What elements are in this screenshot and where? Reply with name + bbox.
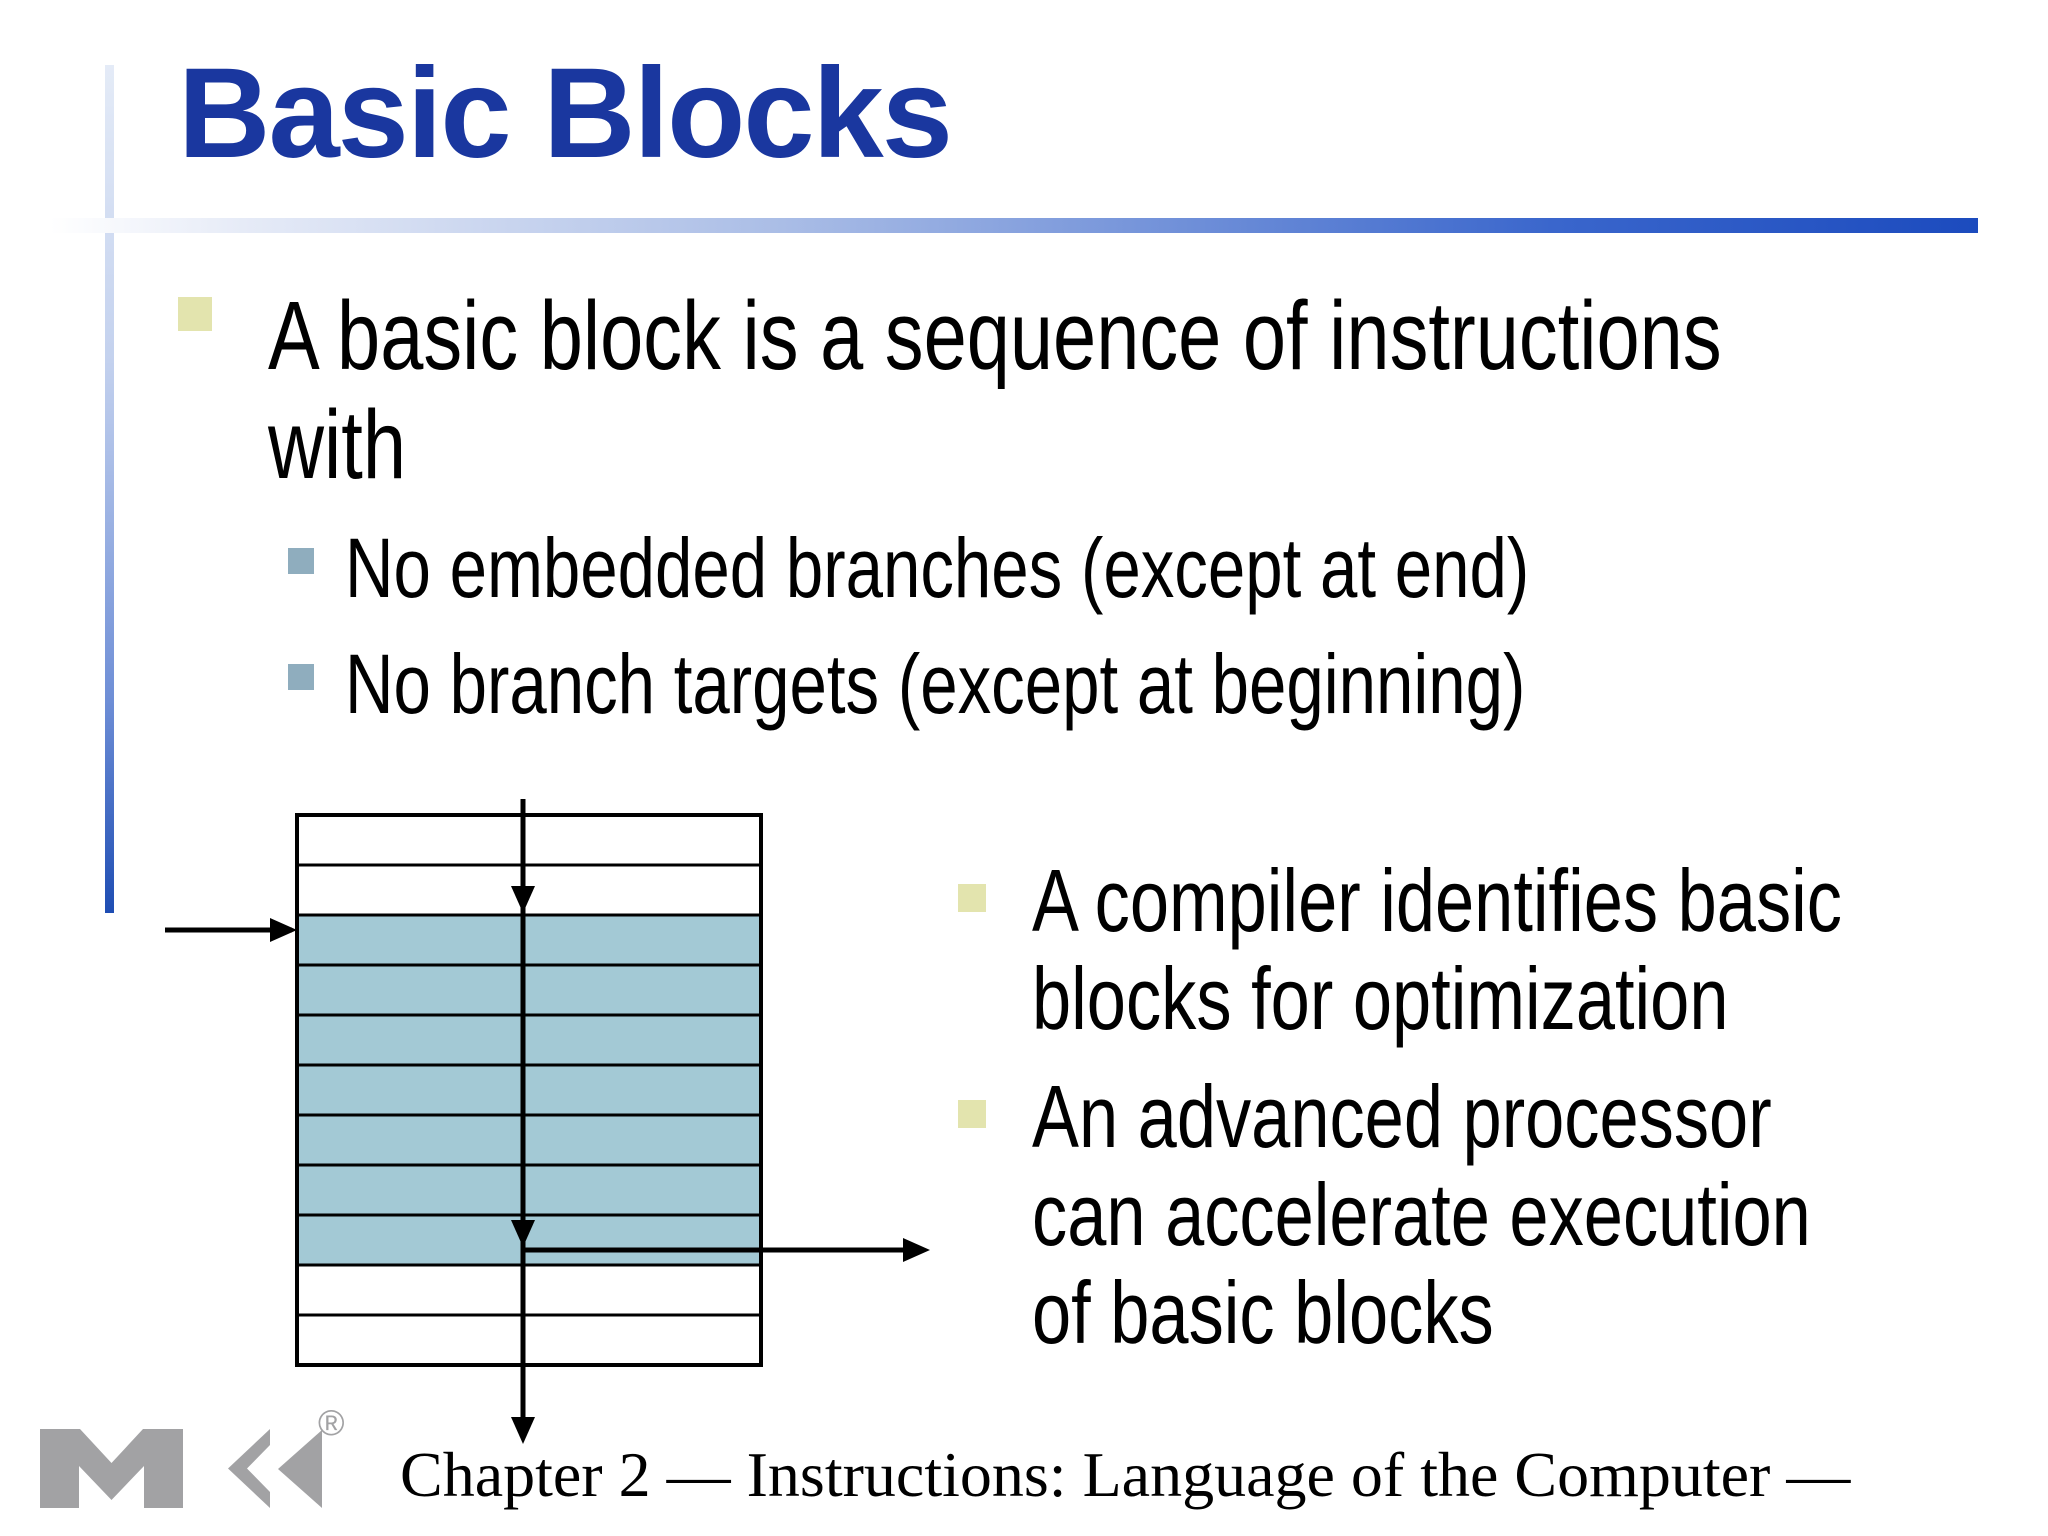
left-accent-bar bbox=[105, 65, 114, 913]
bullet-text-block: A basic block is a sequence of instructi… bbox=[268, 281, 2048, 499]
publisher-logo bbox=[40, 1429, 322, 1508]
logo-k-triangle-shape bbox=[278, 1430, 322, 1508]
bullet-line: No branch targets (except at beginning) bbox=[345, 637, 1526, 731]
logo-m-shape bbox=[40, 1429, 183, 1508]
branch-out-arrowhead-icon bbox=[903, 1238, 930, 1262]
bullet-text-block: No branch targets (except at beginning) bbox=[345, 634, 1821, 734]
bullet-line: can accelerate execution bbox=[1032, 1165, 1811, 1264]
registered-trademark-icon: ® bbox=[318, 1402, 345, 1443]
page-title: Basic Blocks bbox=[178, 42, 953, 185]
title-underline-rule bbox=[50, 218, 1978, 233]
bullet-line: No embedded branches (except at end) bbox=[345, 521, 1530, 615]
bullet-line: A basic block is a sequence of instructi… bbox=[268, 281, 1722, 390]
bullet-line: An advanced processor bbox=[1032, 1067, 1772, 1166]
bullet-line: blocks for optimization bbox=[1032, 949, 1729, 1048]
entry-arrowhead-icon bbox=[511, 886, 535, 913]
bullet-square-icon bbox=[178, 297, 212, 331]
bullet-square-icon bbox=[958, 1100, 986, 1128]
basic-block-shaded-region bbox=[297, 915, 761, 1265]
bullet-square-icon bbox=[288, 664, 314, 690]
bullet-text-block: No embedded branches (except at end) bbox=[345, 518, 1825, 618]
bullet-text-block: An advanced processor can accelerate exe… bbox=[1032, 1068, 2006, 1362]
bullet-line: of basic blocks bbox=[1032, 1263, 1494, 1362]
footer-chapter-caption: Chapter 2 — Instructions: Language of th… bbox=[400, 1439, 1851, 1510]
fall-through-arrowhead-icon bbox=[511, 1417, 535, 1444]
table-border bbox=[295, 813, 763, 1367]
block-end-arrowhead-icon bbox=[511, 1220, 535, 1247]
bullet-text-block: A compiler identifies basic blocks for o… bbox=[1032, 852, 2044, 1048]
bullet-square-icon bbox=[958, 884, 986, 912]
table-row-lines bbox=[297, 863, 761, 1317]
bullet-line: A compiler identifies basic bbox=[1032, 851, 1842, 950]
bullet-line: with bbox=[268, 390, 406, 499]
bullet-square-icon bbox=[288, 548, 314, 574]
logo-k-chevron-shape bbox=[228, 1429, 270, 1508]
branch-target-arrowhead-icon bbox=[270, 918, 297, 942]
